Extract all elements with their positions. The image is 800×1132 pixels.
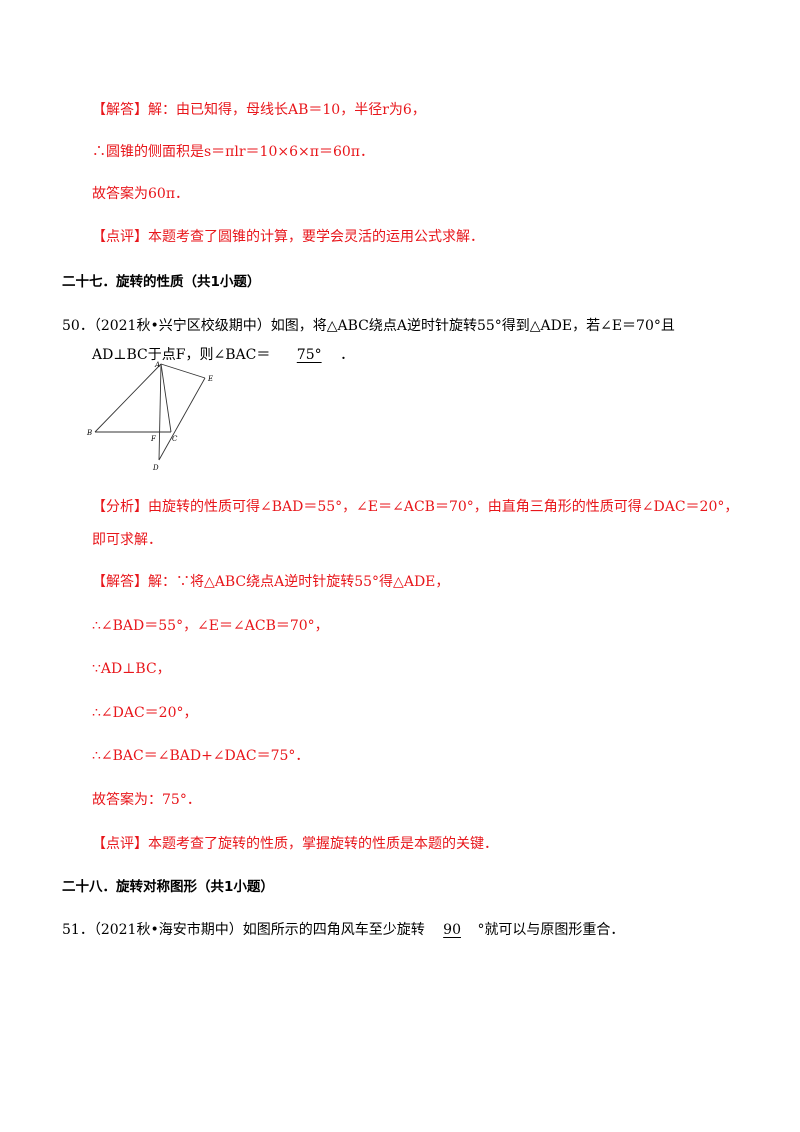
- section-heading-27: 二十七．旋转的性质（共1小题）: [62, 274, 261, 290]
- label-b: B: [86, 429, 92, 437]
- label-c: C: [172, 435, 178, 443]
- question-51-text-end: °就可以与原图形重合．: [477, 922, 625, 938]
- question-51: 51．（2021秋•海安市期中）如图所示的四角风车至少旋转 90 °就可以与原图…: [62, 920, 624, 940]
- answer-line-50: 故答案为：75°．: [92, 792, 201, 808]
- label-e: E: [207, 375, 213, 383]
- question-51-answer-blank: 90: [443, 922, 461, 938]
- solution-line-1: 【解答】解：由已知得，母线长AB＝10，半径r为6，: [92, 102, 426, 118]
- segment-de: [158, 377, 206, 461]
- solution-step-4: ∴∠DAC＝20°，: [92, 705, 198, 721]
- solution-step-2: ∴∠BAD＝55°，∠E＝∠ACB＝70°，: [92, 618, 329, 634]
- segment-ac: [160, 363, 172, 433]
- answer-line: 故答案为60π．: [92, 186, 190, 202]
- comment-line-50: 【点评】本题考查了旋转的性质，掌握旋转的性质是本题的关键．: [92, 836, 498, 852]
- segment-ad: [158, 363, 162, 461]
- question-50-answer-blank: 75°: [296, 347, 322, 363]
- question-51-text: 51．（2021秋•海安市期中）如图所示的四角风车至少旋转: [62, 922, 425, 938]
- label-f: F: [150, 435, 157, 443]
- comment-line: 【点评】本题考查了圆锥的计算，要学会灵活的运用公式求解．: [92, 229, 484, 245]
- question-50-line-2: AD⊥BC于点F，则∠BAC＝ 75° ．: [92, 345, 354, 365]
- segment-ab: [94, 363, 162, 433]
- segment-ae: [160, 363, 206, 379]
- question-50-period: ．: [340, 347, 355, 363]
- rotation-figure: A B C D E F: [86, 361, 213, 472]
- solution-step-3: ∵AD⊥BC，: [92, 661, 171, 677]
- label-d: D: [152, 464, 159, 472]
- solution-line-2: ∴圆锥的侧面积是s＝πlr＝10×6×π＝60π．: [92, 144, 374, 160]
- solution-step-5: ∴∠BAC＝∠BAD+∠DAC＝75°．: [92, 748, 310, 764]
- analysis-line-2: 即可求解．: [92, 532, 162, 548]
- question-50-text: AD⊥BC于点F，则∠BAC＝: [92, 347, 271, 363]
- section-heading-28: 二十八．旋转对称图形（共1小题）: [62, 879, 274, 895]
- solution-step-1: 【解答】解：∵将△ABC绕点A逆时针旋转55°得△ADE，: [92, 574, 450, 590]
- question-50-line-1: 50．（2021秋•兴宁区校级期中）如图，将△ABC绕点A逆时针旋转55°得到△…: [62, 318, 675, 334]
- analysis-line-1: 【分析】由旋转的性质可得∠BAD＝55°，∠E＝∠ACB＝70°，由直角三角形的…: [92, 499, 739, 515]
- label-a: A: [154, 361, 160, 369]
